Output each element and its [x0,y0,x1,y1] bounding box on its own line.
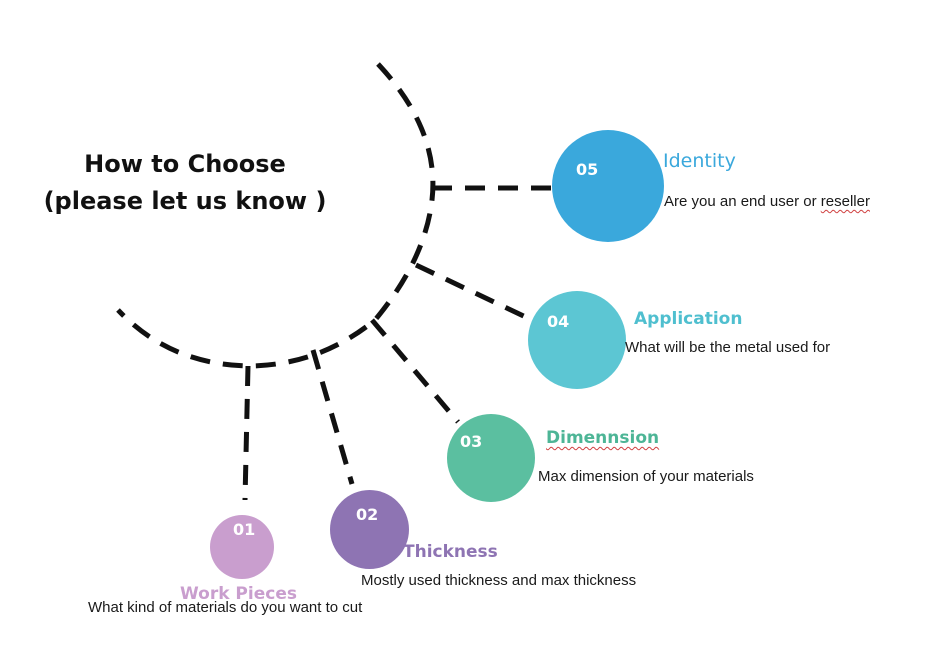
step-04-circle [528,291,626,389]
step-05-description: Are you an end user or reseller [664,193,870,210]
connector-02 [310,349,355,485]
step-02-number: 02 [356,505,379,524]
step-03-label: Dimennsion [546,428,660,448]
title-line-1: How to Choose [84,150,286,178]
step-02-label: Thickness [403,542,498,562]
step-03-description: Max dimension of your materials [538,468,754,485]
step-01-number: 01 [233,520,256,539]
step-04-description: What will be the metal used for [625,339,831,356]
step-05-number: 05 [576,160,599,179]
step-05-description-text: Are you an end user or [664,193,821,210]
step-01-label: Work Pieces [180,584,297,604]
connector-04 [414,262,534,323]
step-04-label: Application [634,309,743,329]
main-dashed-arc [116,62,436,369]
step-05-label: Identity [663,150,736,172]
step-05-description-last-word: reseller [820,193,870,210]
connector-01 [242,365,251,501]
step-03-circle [447,414,535,502]
step-01-description: What kind of materials do you want to cu… [88,599,363,616]
step-04-number: 04 [547,312,570,331]
step-01-circle [210,515,274,579]
step-02-description: Mostly used thickness and max thickness [361,572,637,589]
connector-03 [370,318,460,424]
step-03-number: 03 [460,432,483,451]
step-02-circle [330,490,409,569]
title-line-2: (please let us know ) [43,187,327,215]
step-05-circle [552,130,664,242]
